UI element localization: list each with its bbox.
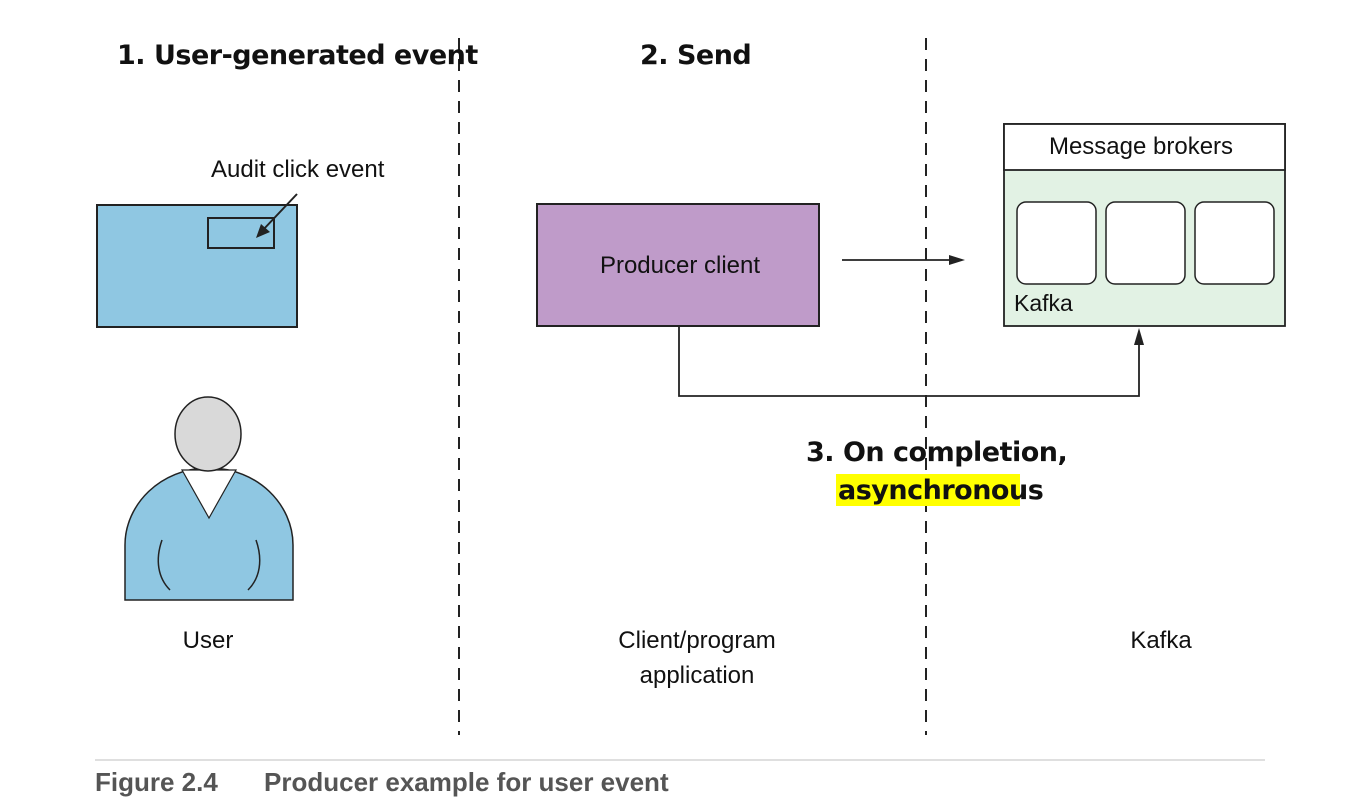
audit-click-label: Audit click event bbox=[211, 156, 385, 183]
step1-title: 1. User-generated event bbox=[117, 40, 478, 71]
user-lane-label: User bbox=[183, 627, 234, 654]
completion-path bbox=[678, 326, 1140, 397]
callout-arrow bbox=[261, 193, 298, 232]
message-brokers-header bbox=[1003, 123, 1286, 171]
callout-arrowhead bbox=[256, 224, 270, 238]
kafka-lane-label: Kafka bbox=[1130, 627, 1192, 654]
client-lane-label-line2: application bbox=[640, 662, 755, 689]
async-highlight bbox=[836, 474, 1020, 506]
client-lane-label-line1: Client/program bbox=[618, 627, 775, 654]
completion-arrowhead bbox=[1134, 328, 1144, 345]
figure-caption: Producer example for user event bbox=[264, 767, 669, 797]
figure-number: Figure 2.4 bbox=[95, 767, 218, 797]
user-screen bbox=[96, 204, 298, 328]
step3-title-line2: asynchronous bbox=[838, 475, 1043, 506]
step3-title-line1: 3. On completion, bbox=[806, 437, 1067, 468]
message-brokers-label: Message brokers bbox=[1049, 133, 1233, 160]
broker-2 bbox=[1105, 201, 1186, 285]
user-icon bbox=[124, 396, 294, 601]
producer-client-box bbox=[536, 203, 820, 327]
step2-title: 2. Send bbox=[640, 40, 751, 71]
kafka-inner-label: Kafka bbox=[1014, 290, 1073, 316]
producer-client-label: Producer client bbox=[600, 252, 760, 279]
broker-1 bbox=[1016, 201, 1097, 285]
broker-3 bbox=[1194, 201, 1275, 285]
click-target-box bbox=[207, 217, 275, 249]
send-arrowhead bbox=[949, 255, 965, 265]
